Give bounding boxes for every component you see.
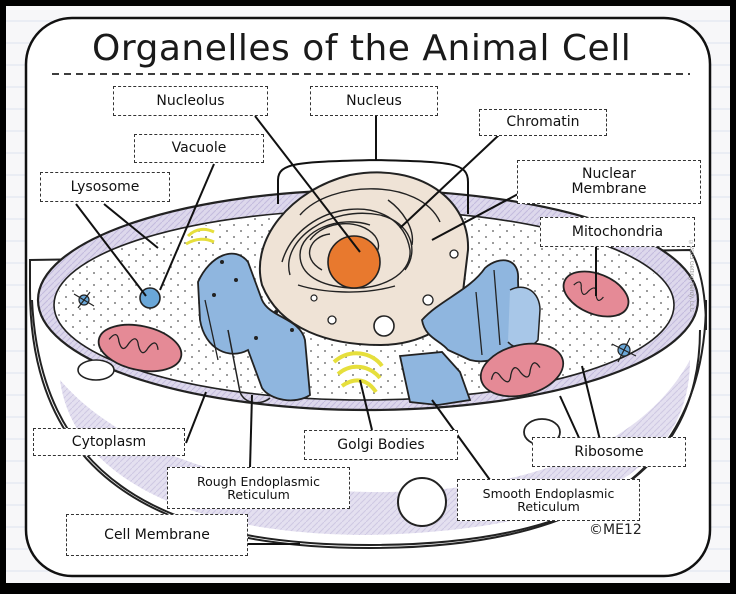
label-vacuole: Vacuole: [134, 134, 264, 163]
label-cell-membrane: Cell Membrane: [66, 514, 248, 556]
vesicle: [398, 478, 446, 526]
label-golgi-bodies: Golgi Bodies: [304, 430, 458, 460]
label-chromatin: Chromatin: [479, 109, 607, 136]
label-nucleus: Nucleus: [310, 86, 438, 116]
label-cytoplasm: Cytoplasm: [33, 428, 185, 456]
side-credit: ©2015 Getting Nerdy, LLC: [682, 240, 694, 360]
label-mitochondria: Mitochondria: [540, 217, 695, 247]
label-nuclear-membrane: Nuclear Membrane: [517, 160, 701, 204]
label-rough-er: Rough Endoplasmic Reticulum: [167, 467, 350, 509]
copyright-mark: ©ME12: [589, 522, 649, 546]
label-nucleolus: Nucleolus: [113, 86, 268, 116]
label-smooth-er: Smooth Endoplasmic Reticulum: [457, 479, 640, 521]
page-title: Organelles of the Animal Cell: [92, 26, 672, 72]
label-ribosome: Ribosome: [532, 437, 686, 467]
label-lysosome: Lysosome: [40, 172, 170, 202]
